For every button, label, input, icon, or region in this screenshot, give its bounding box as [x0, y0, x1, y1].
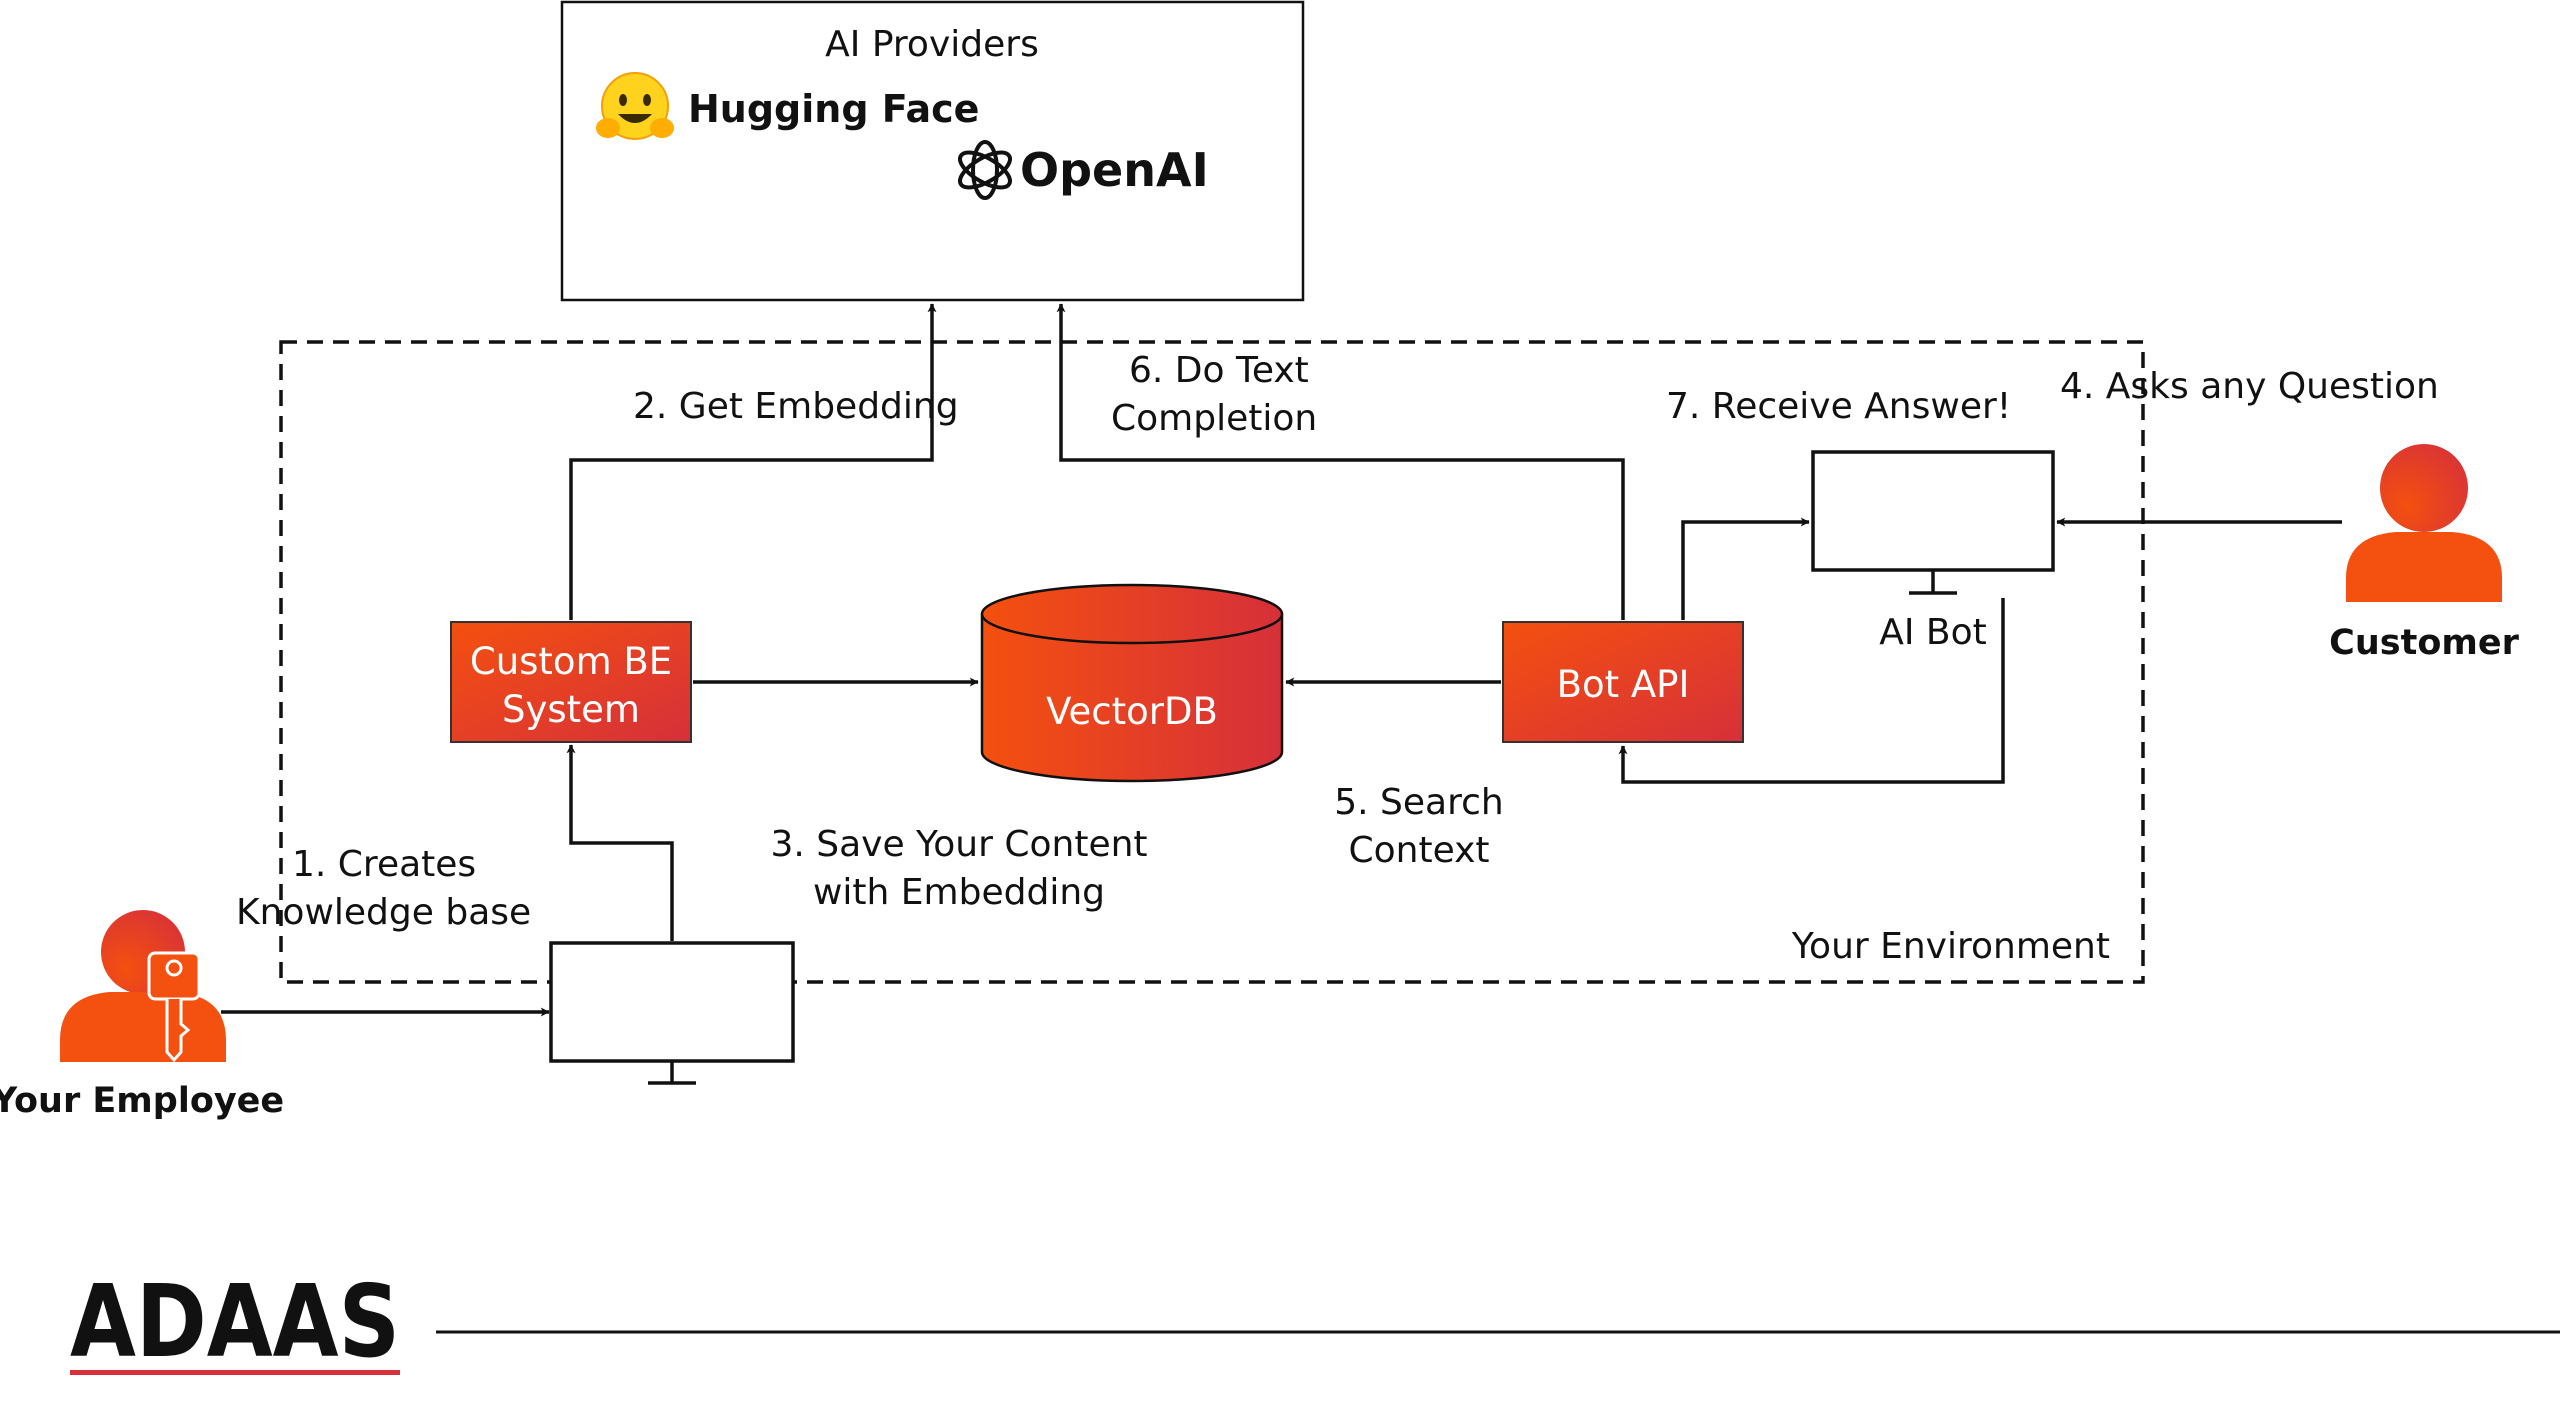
edge-ai-bot-to-bot-api: [1618, 598, 2005, 784]
step-6-label-line1: 6. Do Text: [1129, 350, 1309, 391]
adaas-logo: ADAAS: [70, 1263, 400, 1380]
edge-bot-api-to-ai-bot: [1681, 517, 1810, 620]
ai-bot-label: AI Bot: [1879, 612, 1987, 653]
employee-avatar-icon: [60, 910, 226, 1063]
step-3-label-line1: 3. Save Your Content: [770, 824, 1147, 865]
environment-boundary: [279, 340, 2145, 984]
edge-custom-be-to-providers: [569, 303, 937, 620]
step-1-label-line1: 1. Creates: [292, 844, 476, 885]
custom-be-system-node: Custom BE System: [450, 621, 692, 743]
step-1-label-line2: Knowledge base: [236, 892, 531, 933]
step-7-label: 7. Receive Answer!: [1666, 386, 2011, 427]
adaas-logo-text: ADAAS: [70, 1263, 400, 1380]
step-5-label-line2: Context: [1348, 830, 1489, 871]
step-6-label-line2: Completion: [1111, 398, 1317, 439]
employee-label: Your Employee: [0, 1081, 284, 1121]
step-2-label: 2. Get Embedding: [633, 386, 959, 427]
hugging-face-label: Hugging Face: [688, 87, 979, 131]
bot-api-node: Bot API: [1502, 621, 1744, 743]
key-icon: [147, 951, 201, 1063]
customer-avatar-icon: [2346, 444, 2502, 602]
environment-label: Your Environment: [1791, 926, 2110, 967]
customer-label: Customer: [2329, 623, 2519, 663]
custom-be-label-line1: Custom BE: [470, 640, 672, 683]
ai-providers-title: AI Providers: [825, 24, 1039, 65]
edge-bot-api-to-providers: [1056, 303, 1625, 620]
bot-api-label: Bot API: [1557, 663, 1690, 706]
vectordb-label: VectorDB: [1046, 690, 1218, 733]
employee-monitor-icon: [549, 941, 795, 1085]
ai-providers-box: AI Providers Hugging Face OpenAI: [560, 0, 1305, 302]
ai-bot-monitor-icon: [1811, 450, 2055, 595]
step-5-label-line1: 5. Search: [1334, 782, 1503, 823]
custom-be-label-line2: System: [502, 688, 640, 731]
edge-monitor-to-custom-be: [566, 744, 674, 941]
step-3-label-line2: with Embedding: [813, 872, 1105, 913]
hugging-face-emoji-icon: [596, 72, 674, 140]
openai-label: OpenAI: [1020, 143, 1209, 197]
vectordb-node: VectorDB: [980, 583, 1284, 783]
step-4-label: 4. Asks any Question: [2060, 366, 2439, 407]
